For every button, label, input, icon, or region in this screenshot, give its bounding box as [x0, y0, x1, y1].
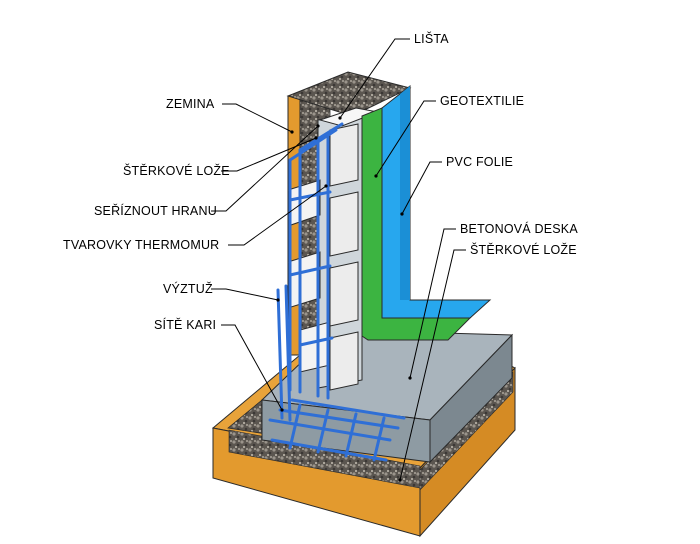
leader-geotextilie: [375, 100, 436, 177]
leader-lista: [339, 38, 410, 119]
label-seriznout-hranu: SEŘÍZNOUT HRANU: [94, 203, 217, 218]
rebar-horizontal-3: [298, 336, 334, 347]
label-geotextilie: GEOTEXTILIE: [440, 94, 524, 108]
block-course-1: [287, 179, 321, 227]
label-zemina: ZEMINA: [166, 97, 215, 111]
leader-betonova-deska: [409, 228, 456, 379]
membranes: [361, 84, 492, 341]
tip-pvc: [400, 212, 404, 216]
tip-vyztuz: [276, 298, 280, 302]
leader-tvarovky-thermomur: [228, 185, 327, 246]
block-course-2: [287, 251, 321, 309]
labels: LIŠTA ZEMINA GEOTEXTILIE ŠTĚRKOVÉ LOŽE P…: [63, 31, 578, 332]
leader-seriznout-hranu: [211, 125, 319, 212]
label-pvc-folie: PVC FOLIE: [446, 155, 513, 169]
leader-site-kari: [221, 324, 283, 411]
label-sterkove-loze-top: ŠTĚRKOVÉ LOŽE: [123, 163, 230, 178]
rebar-free-2: [284, 284, 292, 422]
pvc-foil-shade: [400, 86, 410, 300]
tip-zemina: [290, 130, 294, 134]
label-tvarovky-thermomur: TVAROVKY THERMOMUR: [63, 238, 219, 252]
block-course-3: [299, 321, 331, 373]
mesh-bar-8: [372, 416, 386, 462]
leader-sterkove-loze-bottom: [399, 249, 466, 481]
rebar-hook-1: [288, 128, 338, 162]
leader-sterkove-loze-top: [221, 137, 317, 172]
leader-pvc-folie: [401, 161, 442, 215]
tip-sterkove-bottom: [398, 478, 402, 482]
label-sterkove-loze-bottom: ŠTĚRKOVÉ LOŽE: [470, 242, 577, 257]
mesh-bar-1: [268, 418, 392, 442]
tip-beton: [408, 376, 412, 380]
tip-geotextilie: [374, 174, 378, 178]
block-side-4: [329, 331, 359, 391]
block-side-3: [329, 261, 359, 327]
mesh-bar-7: [344, 412, 358, 458]
tip-lista: [338, 116, 342, 120]
rebar-hook-2: [298, 122, 344, 152]
tip-sterkove-top: [314, 136, 318, 140]
mesh-bar-5: [288, 403, 302, 450]
block-side-2: [329, 191, 359, 257]
label-betonova-deska: BETONOVÁ DESKA: [460, 221, 578, 236]
pvc-foil: [381, 84, 492, 319]
label-site-kari: SÍTĚ KARI: [154, 317, 216, 332]
block-side-1: [329, 123, 359, 187]
rebar-horizontal-2: [288, 264, 332, 277]
mesh-bar-3: [290, 398, 406, 420]
tip-tvarovky: [324, 184, 328, 188]
rebar-horizontal-1: [288, 190, 332, 202]
mesh-bar-6: [316, 408, 330, 454]
tip-site-kari: [280, 408, 284, 412]
leader-lines: [211, 38, 466, 482]
rebar-free-1: [276, 288, 284, 420]
label-vyztuz: VÝZTUŽ: [163, 281, 213, 296]
leader-zemina: [222, 103, 293, 133]
rebar-group: [268, 122, 406, 462]
leader-vyztuz: [211, 288, 279, 301]
label-lista: LIŠTA: [414, 31, 449, 46]
tip-seriznout: [316, 124, 320, 128]
slab-right: [429, 333, 513, 464]
